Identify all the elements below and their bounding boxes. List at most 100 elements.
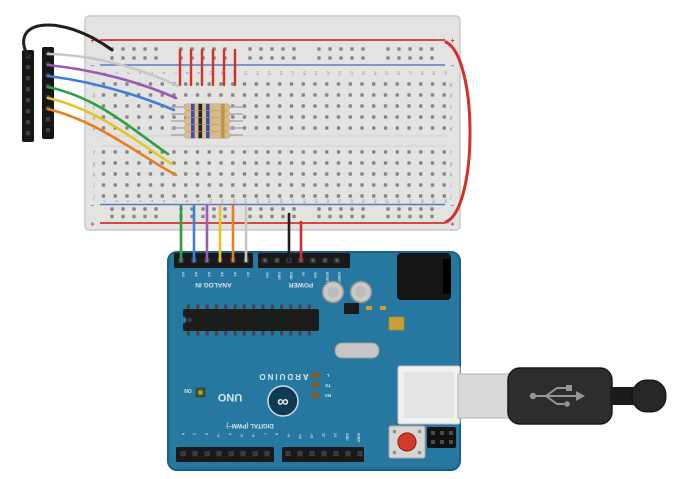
svg-text:~9: ~9 bbox=[286, 433, 290, 437]
svg-text:A5: A5 bbox=[181, 272, 185, 277]
svg-text:8: 8 bbox=[185, 200, 190, 203]
digital-header-low[interactable] bbox=[176, 447, 274, 462]
button-pin bbox=[392, 429, 397, 434]
icsp-pin bbox=[431, 431, 435, 435]
arduino-uno[interactable]: ANALOG IN POWER ARDUINO ∞ UNO ON bbox=[167, 251, 461, 471]
reset-button[interactable] bbox=[388, 425, 426, 459]
svg-text:j: j bbox=[449, 195, 452, 201]
model-label: UNO bbox=[217, 391, 242, 403]
icsp-pin bbox=[449, 431, 453, 435]
pin-header-strip-1[interactable] bbox=[22, 50, 34, 142]
svg-text:i: i bbox=[450, 184, 452, 190]
header-jumper-wires[interactable] bbox=[46, 52, 180, 177]
svg-text:GND: GND bbox=[277, 272, 281, 280]
on-label: ON bbox=[184, 387, 192, 393]
svg-text:26: 26 bbox=[396, 71, 401, 76]
button-pin bbox=[392, 450, 397, 455]
svg-text:17: 17 bbox=[291, 199, 296, 204]
svg-text:e: e bbox=[93, 127, 96, 133]
svg-text:2: 2 bbox=[114, 72, 119, 75]
pin-header-strips[interactable] bbox=[22, 47, 54, 142]
usb-cable-neck bbox=[610, 387, 634, 405]
resistors[interactable] bbox=[171, 103, 243, 139]
svg-text:19: 19 bbox=[314, 71, 319, 76]
svg-text:28: 28 bbox=[420, 199, 425, 204]
barrel-jack-body bbox=[397, 253, 451, 300]
plus-symbol: + bbox=[450, 222, 454, 229]
svg-text:~3: ~3 bbox=[216, 433, 220, 437]
minus-symbol: – bbox=[91, 203, 95, 210]
icsp-header[interactable] bbox=[427, 427, 456, 448]
svg-text:24: 24 bbox=[373, 71, 378, 76]
power-label: POWER bbox=[288, 281, 313, 288]
breadboard[interactable]: 1122334455667788991010111112121313141415… bbox=[84, 15, 461, 231]
infinity-logo-circle bbox=[267, 385, 299, 417]
svg-text:b: b bbox=[450, 94, 453, 100]
svg-text:12: 12 bbox=[232, 199, 237, 204]
led-tx bbox=[311, 382, 320, 389]
plus-symbol: + bbox=[90, 38, 94, 45]
svg-text:13: 13 bbox=[244, 199, 249, 204]
svg-text:c: c bbox=[450, 105, 453, 111]
minus-symbol: – bbox=[451, 203, 455, 210]
svg-text:~5: ~5 bbox=[240, 433, 244, 437]
button-pin bbox=[417, 429, 422, 434]
usb-trident-root bbox=[529, 392, 537, 400]
power-wires[interactable] bbox=[287, 212, 303, 263]
power-header[interactable] bbox=[258, 253, 350, 268]
red-rail-link-wire[interactable] bbox=[444, 40, 472, 224]
svg-text:A3: A3 bbox=[207, 272, 211, 277]
usb-trident-circle bbox=[564, 401, 570, 407]
pin-header-strip-2[interactable] bbox=[42, 47, 54, 139]
capacitor-top bbox=[355, 286, 367, 298]
svg-text:20: 20 bbox=[326, 71, 331, 76]
power-led-dot bbox=[198, 390, 203, 395]
svg-text:27: 27 bbox=[408, 71, 413, 76]
on-led: ON bbox=[184, 387, 206, 398]
icsp-pin bbox=[440, 431, 444, 435]
minus-symbol: – bbox=[451, 63, 455, 70]
infinity-icon: ∞ bbox=[277, 394, 288, 411]
svg-text:GND: GND bbox=[345, 433, 349, 441]
capacitor-top bbox=[327, 286, 339, 298]
svg-text:10: 10 bbox=[208, 199, 213, 204]
svg-text:11: 11 bbox=[220, 199, 225, 204]
smd-component bbox=[344, 303, 359, 314]
svg-text:28: 28 bbox=[420, 71, 425, 76]
svg-text:f: f bbox=[93, 151, 95, 157]
analog-header[interactable] bbox=[174, 253, 253, 268]
svg-text:14: 14 bbox=[255, 199, 260, 204]
svg-text:b: b bbox=[93, 94, 96, 100]
svg-text:15: 15 bbox=[267, 71, 272, 76]
barrel-jack bbox=[397, 253, 451, 300]
usb-cable[interactable] bbox=[457, 367, 667, 425]
ic-chip-notch bbox=[179, 316, 187, 324]
svg-text:7: 7 bbox=[263, 433, 267, 435]
svg-text:16: 16 bbox=[279, 71, 284, 76]
svg-text:29: 29 bbox=[432, 71, 437, 76]
svg-text:RESET: RESET bbox=[325, 272, 329, 284]
svg-text:~6: ~6 bbox=[251, 433, 255, 437]
arduino-board[interactable] bbox=[167, 251, 461, 471]
svg-text:j: j bbox=[92, 195, 95, 201]
svg-text:21: 21 bbox=[338, 199, 343, 204]
svg-text:12: 12 bbox=[321, 433, 325, 437]
ic-chip-dot bbox=[187, 317, 193, 323]
usb-trident-branch-down bbox=[545, 395, 564, 405]
red-jumper-wires[interactable] bbox=[178, 48, 237, 87]
breadboard-holes bbox=[101, 47, 446, 219]
svg-text:d: d bbox=[450, 116, 453, 122]
svg-text:~11: ~11 bbox=[310, 433, 314, 439]
crystal-oscillator bbox=[334, 342, 380, 359]
svg-text:26: 26 bbox=[396, 199, 401, 204]
analog-signal-wires[interactable] bbox=[179, 204, 248, 263]
icsp-pin bbox=[440, 440, 444, 444]
svg-text:10: 10 bbox=[208, 71, 213, 76]
usb-socket-inner bbox=[404, 372, 454, 418]
black-rail-wire[interactable] bbox=[22, 23, 114, 58]
svg-text:13: 13 bbox=[333, 433, 337, 437]
plus-symbol: + bbox=[450, 38, 454, 45]
reset-button-cap[interactable] bbox=[397, 432, 417, 452]
